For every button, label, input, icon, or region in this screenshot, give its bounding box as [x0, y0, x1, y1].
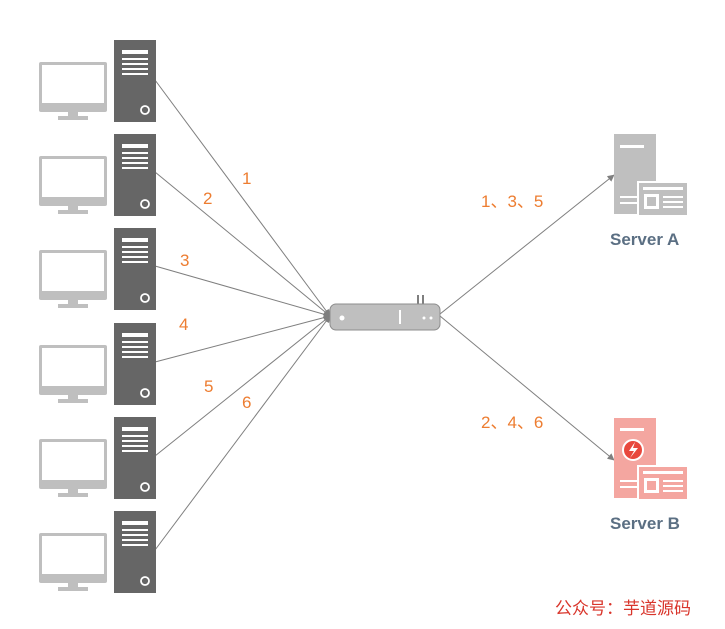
client-links	[154, 79, 331, 551]
server-b: Server B	[610, 418, 689, 533]
server-a-icon	[614, 134, 689, 217]
load-balancer-icon	[329, 295, 441, 331]
client-group	[39, 40, 156, 593]
tower-server-icon	[114, 134, 156, 216]
link-line-5	[154, 315, 331, 457]
route-label-server-b: 2、4、6	[481, 413, 543, 432]
link-line-4	[154, 314, 331, 363]
link-label-2: 2	[203, 189, 212, 208]
tower-server-icon	[114, 323, 156, 405]
client-6	[39, 511, 156, 593]
server-a: Server A	[610, 134, 689, 249]
link-labels: 1 2 3 4 5 6	[179, 169, 251, 412]
monitor-icon	[39, 250, 107, 308]
client-5	[39, 417, 156, 499]
link-label-4: 4	[179, 315, 188, 334]
client-1	[39, 40, 156, 122]
link-label-1: 1	[242, 169, 251, 188]
server-b-label: Server B	[610, 514, 680, 533]
link-label-5: 5	[204, 377, 213, 396]
monitor-icon	[39, 439, 107, 497]
monitor-icon	[39, 345, 107, 403]
monitor-icon	[39, 533, 107, 591]
client-3	[39, 228, 156, 310]
link-label-6: 6	[242, 393, 251, 412]
server-a-label: Server A	[610, 230, 679, 249]
link-line-server-a	[439, 174, 615, 315]
link-label-3: 3	[180, 251, 189, 270]
route-label-server-a: 1、3、5	[481, 192, 543, 211]
server-b-fault-icon	[614, 418, 689, 501]
tower-server-icon	[114, 228, 156, 310]
monitor-icon	[39, 156, 107, 214]
link-line-2	[154, 171, 331, 317]
tower-server-icon	[114, 40, 156, 122]
link-line-3	[154, 265, 331, 318]
server-links	[439, 174, 615, 461]
client-2	[39, 134, 156, 216]
tower-server-icon	[114, 511, 156, 593]
link-line-server-b	[439, 315, 615, 461]
tower-server-icon	[114, 417, 156, 499]
link-line-6	[154, 315, 331, 551]
client-4	[39, 323, 156, 405]
link-line-1	[154, 79, 331, 317]
monitor-icon	[39, 62, 107, 120]
watermark-text: 公众号：芋道源码	[555, 599, 691, 619]
